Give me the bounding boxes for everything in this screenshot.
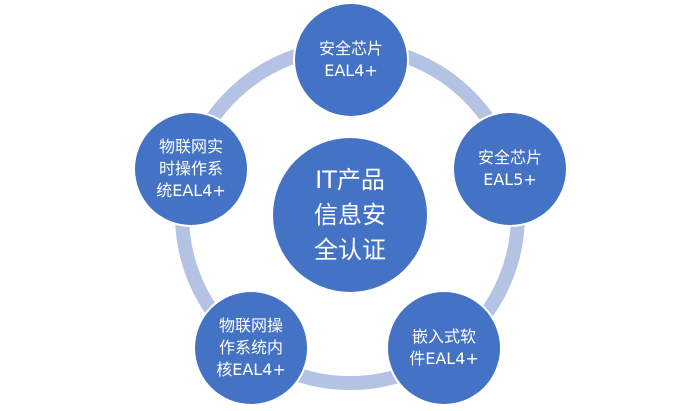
node-security-chip-eal4: 安全芯片 EAL4+ xyxy=(295,4,407,116)
center-node-it-product-certification: IT产品 信息安 全认证 xyxy=(273,138,427,292)
node-label-line: 嵌入式软 xyxy=(411,327,476,346)
node-iot-rtos: 物联网实 时操作系 统EAL4+ xyxy=(135,113,247,225)
node-label-line: 安全芯片 xyxy=(318,39,383,58)
node-security-chip-eal5: 安全芯片 EAL5+ xyxy=(454,113,566,225)
node-label-line: 物联网实 xyxy=(158,137,223,156)
node-label-line: 安全芯片 xyxy=(477,148,542,167)
node-label-line: 物联网操 xyxy=(218,316,283,335)
node-label-line: 统EAL4+ xyxy=(156,181,226,200)
node-label-line: 件EAL4+ xyxy=(409,349,479,368)
center-label-line: 信息安 xyxy=(314,200,386,229)
center-label-line: IT产品 xyxy=(315,165,385,194)
node-embedded-software: 嵌入式软 件EAL4+ xyxy=(388,292,500,404)
node-iot-os-kernel: 物联网操 作系统内 核EAL4+ xyxy=(195,292,307,404)
node-label-line: 作系统内 xyxy=(218,338,283,357)
node-label-line: 时操作系 xyxy=(158,159,223,178)
center-label-line: 全认证 xyxy=(314,235,386,264)
node-label-line: EAL5+ xyxy=(483,170,537,189)
node-label-line: 核EAL4+ xyxy=(216,360,286,379)
node-label-line: EAL4+ xyxy=(324,61,378,80)
